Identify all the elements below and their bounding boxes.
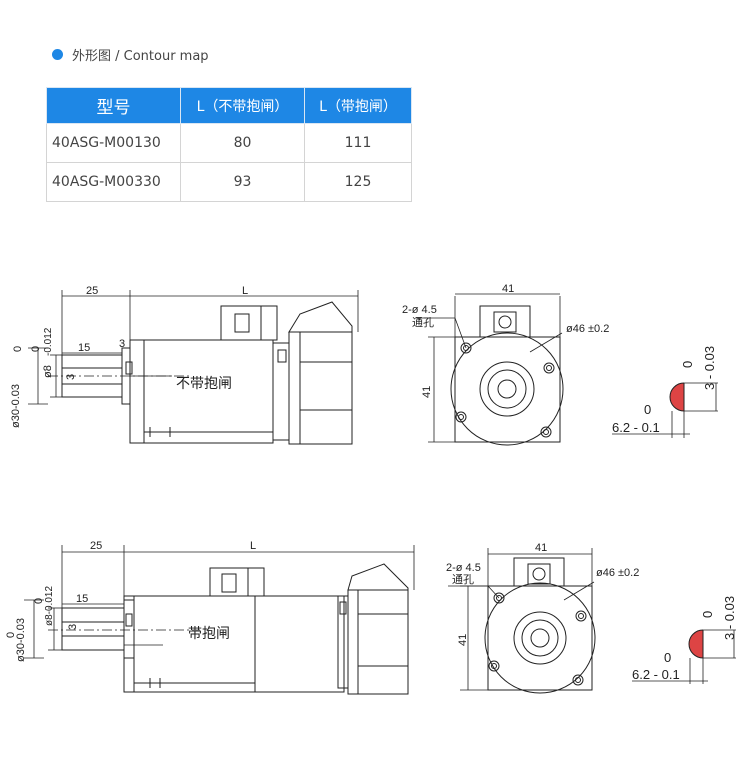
pilot-tol-top: 0 <box>12 346 24 352</box>
cell-model: 40ASG-M00130 <box>46 123 181 163</box>
body-label-top: 不带抱闸 <box>176 375 232 391</box>
hole-spec-top: 2-ø 4.5 <box>402 304 437 316</box>
section-title: 外形图 / Contour map <box>72 49 209 64</box>
side-view-no-brake <box>48 301 353 445</box>
front-dims-brake <box>448 548 595 691</box>
key-0a-bottom: 0 <box>700 611 715 618</box>
table-header-row: 型号 L（不带抱闸） L（带抱闸） <box>46 87 412 124</box>
spec-table: 型号 L（不带抱闸） L（带抱闸） 40ASG-M00130 80 111 40… <box>46 87 412 202</box>
key-62-bottom: 6.2 - 0.1 <box>632 667 680 682</box>
front-view-brake <box>484 557 596 694</box>
front-dims-no-brake <box>415 293 563 443</box>
hole-note-bottom: 通孔 <box>452 573 474 586</box>
pilot-tol-bottom: 0 <box>5 632 17 638</box>
side-view-brake <box>48 563 409 695</box>
shaft-tol-b-top: -0.012 <box>43 327 54 356</box>
hole-note-top: 通孔 <box>412 316 434 329</box>
bullet-dot-icon <box>52 49 63 60</box>
flange-41-side-top: 41 <box>421 386 433 398</box>
dim-25-top: 25 <box>86 285 98 297</box>
shaft-tol-bottom: 0 <box>33 598 45 604</box>
key-62-top: 6.2 - 0.1 <box>612 420 660 435</box>
shaft-tol-a-top: 0 <box>30 346 42 352</box>
header-model: 型号 <box>46 87 181 124</box>
dim-3a-top: 3 <box>119 338 125 350</box>
flange-41-side-bottom: 41 <box>457 634 469 646</box>
key-0a-top: 0 <box>680 361 695 368</box>
shaft-dia-bottom: ø8-0.012 <box>44 586 55 626</box>
cell-model: 40ASG-M00330 <box>46 162 181 202</box>
dim-3-bottom: 3 <box>67 624 79 630</box>
flange-41-top-top: 41 <box>502 283 514 295</box>
pcd-bottom: ø46 ±0.2 <box>596 567 639 579</box>
table-row: 40ASG-M00130 80 111 <box>46 123 412 163</box>
key-0b-top: 0 <box>644 402 651 417</box>
cell-l-brake: 111 <box>304 123 412 163</box>
dim-15-top: 15 <box>78 342 90 354</box>
side-dims-brake <box>24 545 415 659</box>
side-dims-no-brake <box>28 290 359 405</box>
dim-L-top: L <box>242 285 248 297</box>
key-0b-bottom: 0 <box>664 650 671 665</box>
front-view-no-brake <box>450 305 564 446</box>
pilot-dia-bottom: ø30-0.03 <box>15 618 27 662</box>
dim-3b-top: 3 <box>65 374 77 380</box>
dim-25-bottom: 25 <box>90 540 102 552</box>
body-label-bottom: 带抱闸 <box>188 625 230 641</box>
header-l-brake: L（带抱闸） <box>304 87 412 124</box>
cell-l-no-brake: 93 <box>180 162 305 202</box>
shaft-dia-top: ø8 <box>42 365 54 378</box>
dim-15-bottom: 15 <box>76 593 88 605</box>
key-3-top: 3 - 0.03 <box>702 346 717 390</box>
table-row: 40ASG-M00330 93 125 <box>46 162 412 202</box>
keyway-detail-bottom <box>632 629 736 684</box>
key-3-bottom: 3 - 0.03 <box>722 596 737 640</box>
header-l-no-brake: L（不带抱闸） <box>180 87 305 124</box>
pilot-dia-top: ø30-0.03 <box>10 384 22 428</box>
pcd-top: ø46 ±0.2 <box>566 323 609 335</box>
dim-L-bottom: L <box>250 540 256 552</box>
cell-l-brake: 125 <box>304 162 412 202</box>
hole-spec-bottom: 2-ø 4.5 <box>446 562 481 574</box>
flange-41-top-bottom: 41 <box>535 542 547 554</box>
keyway-detail-top <box>612 382 718 438</box>
cell-l-no-brake: 80 <box>180 123 305 163</box>
section-header: 外形图 / Contour map <box>52 45 209 64</box>
